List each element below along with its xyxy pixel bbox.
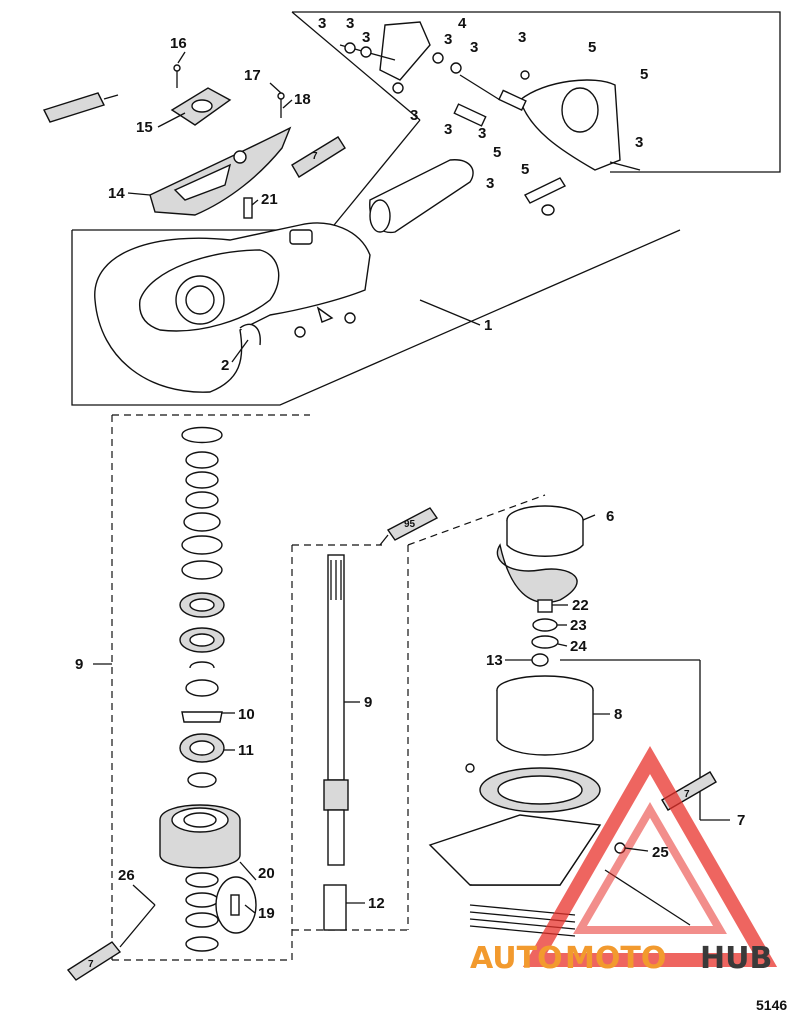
callout-8: 8	[614, 706, 622, 723]
callout-3-j: 3	[486, 175, 494, 192]
callout-3-f: 3	[518, 29, 526, 46]
callout-2: 2	[221, 357, 229, 374]
callout-9-a: 9	[75, 656, 83, 673]
tube-label-7-right: 7	[684, 789, 690, 800]
impeller-nut-stack	[531, 599, 559, 667]
callout-6: 6	[606, 508, 614, 525]
callout-3-k: 3	[635, 134, 643, 151]
shaft-frame	[292, 544, 409, 931]
callout-19: 19	[258, 905, 275, 922]
top-assembly-frame	[71, 11, 781, 406]
callout-3-i: 3	[478, 125, 486, 142]
callout-14: 14	[108, 185, 125, 202]
callout-9-b: 9	[364, 694, 372, 711]
callouts: 1 2 3 3 3 3 3 3 3 3 3 3 3 4 5 5 5 5 6 7 …	[75, 15, 745, 922]
callout-4: 4	[458, 15, 467, 32]
callout-5-a: 5	[588, 39, 596, 56]
sealant-tube-bottom-left: 7	[66, 904, 156, 981]
sealant-tube-95: 95	[379, 507, 439, 546]
callout-3-h: 3	[444, 121, 452, 138]
callout-3-g: 3	[410, 107, 418, 124]
watermark-logo: AUTO MOTO HUB	[470, 745, 778, 976]
callout-11: 11	[238, 742, 254, 759]
tube-label-95: 95	[404, 519, 416, 530]
callout-3-e: 3	[470, 39, 478, 56]
watermark-text-auto: AUTO	[470, 941, 563, 976]
steering-linkage	[339, 21, 641, 216]
bolts-top	[173, 64, 285, 219]
callout-12: 12	[368, 895, 385, 912]
ring-plate	[170, 87, 232, 126]
cover-plate	[215, 876, 257, 934]
callout-20: 20	[258, 865, 275, 882]
callout-22: 22	[572, 597, 589, 614]
lower-seals	[185, 872, 219, 952]
callout-1: 1	[484, 317, 492, 334]
callout-13: 13	[486, 652, 503, 669]
callout-24: 24	[570, 638, 587, 655]
tube-label-7-bottom: 7	[88, 959, 94, 970]
bearing-stack	[179, 426, 225, 788]
bearing-housing	[159, 804, 241, 869]
left-stack-frame	[111, 414, 310, 961]
callout-3-b: 3	[346, 15, 354, 32]
watermark-text-hub: HUB	[700, 941, 772, 976]
wear-ring	[496, 675, 594, 756]
sealant-tube-top-mid: 7	[291, 136, 346, 178]
ride-plate	[149, 126, 292, 216]
drive-shaft	[323, 554, 349, 931]
leader-lines	[93, 51, 730, 914]
pump-housing	[94, 222, 371, 393]
callout-5-c: 5	[493, 144, 501, 161]
callout-26: 26	[118, 867, 135, 884]
sealant-tube-top-left	[43, 92, 119, 123]
callout-18: 18	[294, 91, 311, 108]
callout-5-b: 5	[640, 66, 648, 83]
callout-17: 17	[244, 67, 261, 84]
callout-21: 21	[261, 191, 278, 208]
callout-3-d: 3	[444, 31, 452, 48]
watermark-triangle	[522, 745, 778, 967]
callout-10: 10	[238, 706, 255, 723]
callout-3-a: 3	[318, 15, 326, 32]
drive-sleeve	[369, 159, 474, 234]
callout-25: 25	[652, 844, 669, 861]
callout-16: 16	[170, 35, 187, 52]
nozzle-housing	[428, 763, 602, 886]
callout-5-d: 5	[521, 161, 529, 178]
impeller	[496, 505, 584, 604]
callout-15: 15	[136, 119, 153, 136]
figure-number: 5146	[756, 997, 787, 1013]
tube-label-7-top: 7	[312, 151, 318, 162]
callout-7: 7	[737, 812, 745, 829]
callout-3-c: 3	[362, 29, 370, 46]
watermark-text-moto: MOTO	[565, 941, 666, 976]
callout-23: 23	[570, 617, 587, 634]
impeller-frame	[407, 494, 701, 820]
